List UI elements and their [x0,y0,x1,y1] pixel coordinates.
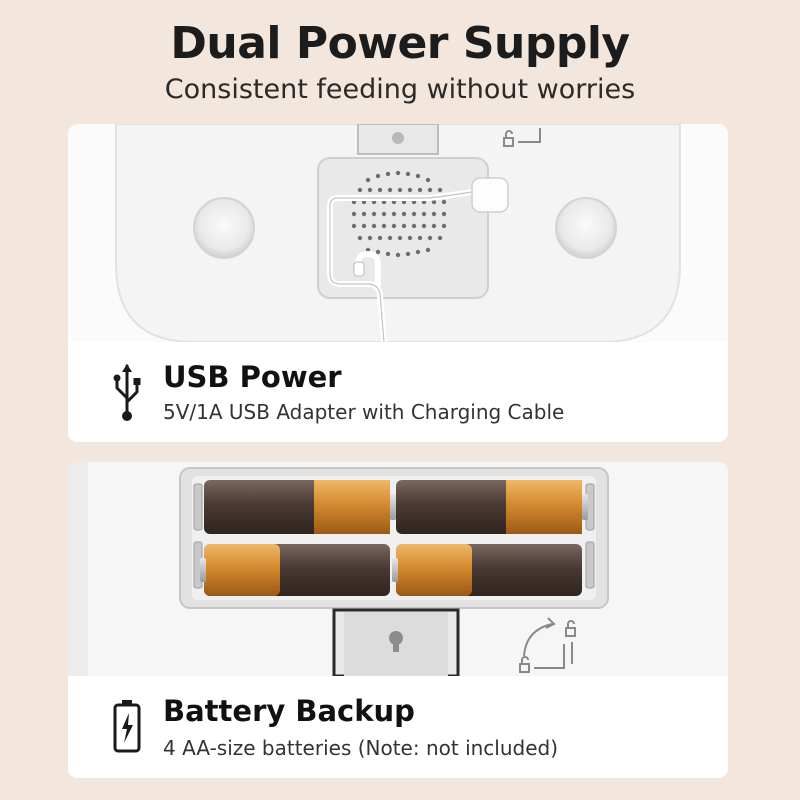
battery-icon [113,700,141,753]
aa-battery [392,544,582,596]
battery-backup-title: Battery Backup [163,694,415,728]
speaker-grille [351,170,447,258]
usb-power-title: USB Power [163,360,342,394]
aa-battery [200,544,390,596]
right-knob [555,197,617,259]
usb-compartment [317,157,489,299]
battery-backup-caption: Battery Backup 4 AA-size batteries (Note… [68,676,728,778]
page-title: Dual Power Supply [170,18,630,69]
battery-backup-description: 4 AA-size batteries (Note: not included) [163,736,559,760]
usb-power-description: 5V/1A USB Adapter with Charging Cable [163,400,565,424]
unlock-icon [519,617,576,673]
page-subtitle: Consistent feeding without worries [164,74,636,105]
aa-battery [204,480,396,534]
left-knob [193,197,255,259]
battery-backup-panel: Battery Backup 4 AA-size batteries (Note… [68,462,728,778]
usb-icon [113,364,141,421]
usb-power-panel: USB Power 5V/1A USB Adapter with Chargin… [68,124,728,442]
lock-icon [503,128,541,147]
aa-battery [396,480,588,534]
usb-power-caption: USB Power 5V/1A USB Adapter with Chargin… [68,342,728,442]
